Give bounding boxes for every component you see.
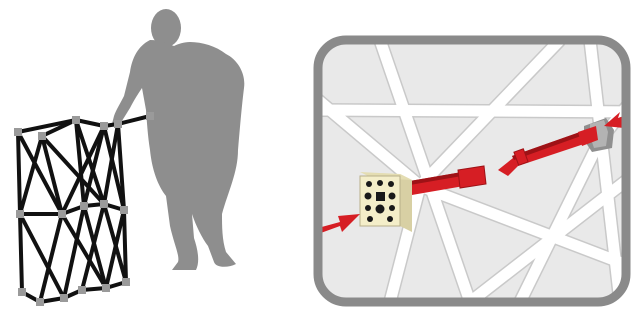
frame-joints xyxy=(14,112,154,306)
strut xyxy=(418,180,626,276)
detail-panel xyxy=(313,35,631,307)
strut xyxy=(384,184,426,302)
frame-bar xyxy=(122,208,128,284)
frame-joint xyxy=(16,210,24,218)
frame-bar xyxy=(80,202,106,292)
frame-post xyxy=(16,130,22,216)
person-arm xyxy=(149,62,181,114)
frame-post xyxy=(18,212,24,294)
frame-bar xyxy=(18,212,66,300)
frame-joint xyxy=(122,278,130,286)
frame-joint xyxy=(100,122,108,130)
frame-bar xyxy=(40,134,106,206)
frame-joint xyxy=(72,116,80,124)
strut xyxy=(374,40,476,302)
frame-joint xyxy=(58,210,66,218)
frame-bar xyxy=(116,114,152,126)
frame-joint xyxy=(100,200,108,208)
person-head xyxy=(151,9,181,47)
frame-joint xyxy=(120,206,128,214)
insert-arrow-left xyxy=(318,214,360,234)
frame-bar xyxy=(116,122,126,212)
frame-joint xyxy=(60,294,68,302)
frame-joint xyxy=(78,286,86,294)
frame-bar xyxy=(38,212,64,304)
frame-joint xyxy=(36,298,44,306)
frame-bar xyxy=(18,134,44,216)
frame-bar xyxy=(74,118,86,208)
frame-bar xyxy=(60,124,106,216)
strut xyxy=(466,165,626,302)
frame-bar xyxy=(82,124,106,208)
frame-joint xyxy=(38,132,46,140)
frame-bar xyxy=(62,204,86,300)
hub-holes xyxy=(364,180,396,222)
strut xyxy=(584,40,626,302)
frame-bar xyxy=(16,130,64,216)
frame-joint xyxy=(146,112,154,120)
frame-bar xyxy=(74,118,106,128)
connector-hub xyxy=(359,172,412,232)
person-silhouette xyxy=(112,9,245,270)
detail-border xyxy=(313,35,631,307)
strut xyxy=(318,104,626,118)
frame-joint xyxy=(114,120,122,128)
frame-joint xyxy=(14,128,22,136)
left-panel xyxy=(14,9,245,306)
frame-joint xyxy=(102,284,110,292)
red-locking-rod xyxy=(404,126,598,196)
frame-bar xyxy=(16,118,78,134)
frame-bar xyxy=(40,134,64,216)
person-body xyxy=(112,40,245,270)
strut xyxy=(515,137,605,302)
frame-bar xyxy=(102,124,126,212)
struts xyxy=(318,40,626,302)
frame-bar xyxy=(60,212,108,290)
frame-joint xyxy=(18,288,26,296)
rod-collar xyxy=(457,165,487,189)
frame-bar xyxy=(74,118,106,206)
frame-joint xyxy=(80,202,88,210)
frame-bar xyxy=(102,202,128,284)
